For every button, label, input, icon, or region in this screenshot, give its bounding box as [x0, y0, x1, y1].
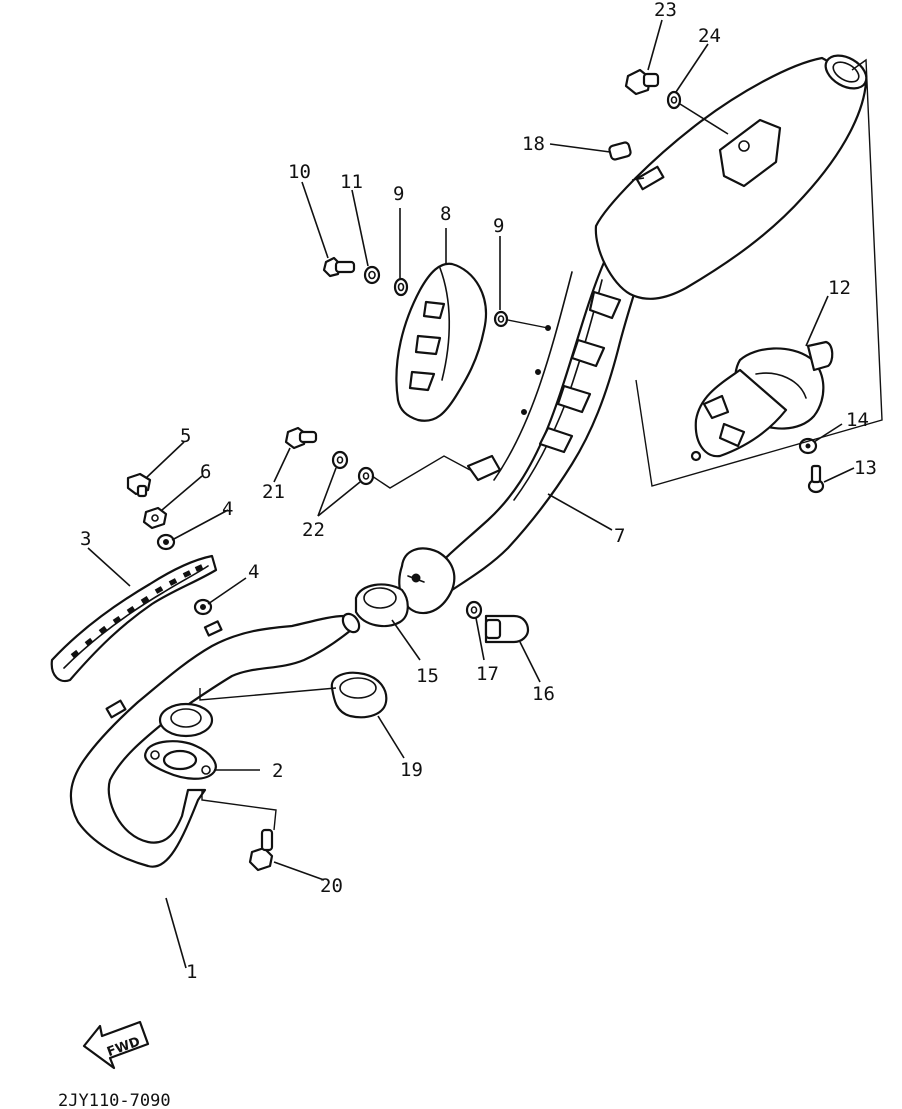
callout-4-lower: 4: [248, 561, 259, 583]
collar-9-right: [493, 310, 509, 328]
bolt-21: [284, 426, 318, 450]
bolt-23: [624, 68, 660, 96]
callout-14: 14: [846, 409, 869, 431]
callout-9-left: 9: [393, 183, 404, 205]
washer-22-b: [357, 466, 375, 486]
collar-9-left: [393, 277, 409, 297]
header-gasket: [158, 702, 214, 738]
gasket-15: [354, 583, 409, 628]
callout-6: 6: [200, 461, 211, 483]
callout-18: 18: [522, 133, 545, 155]
washer-24: [666, 90, 682, 110]
callout-5: 5: [180, 425, 191, 447]
heat-protector-8: [395, 262, 487, 422]
washer-4-lower: [193, 598, 213, 616]
callout-8: 8: [440, 203, 451, 225]
muffler-body: [594, 54, 868, 300]
spark-arrester-12: [690, 340, 834, 462]
assembly-lines: [199, 58, 883, 831]
pipe-flange: [144, 740, 217, 780]
washer-22-a: [331, 450, 349, 470]
fwd-arrow-icon: FWD: [82, 1020, 150, 1070]
callout-11: 11: [340, 171, 363, 193]
heat-protector-3: [50, 554, 218, 683]
callout-22: 22: [302, 519, 325, 541]
callout-10: 10: [288, 161, 311, 183]
washer-17: [465, 600, 483, 620]
bolt-10: [322, 256, 356, 278]
washer-4-upper: [156, 533, 176, 551]
callout-24: 24: [698, 25, 721, 47]
bolt-20: [248, 828, 274, 872]
washer-11: [363, 265, 381, 285]
callout-23: 23: [654, 0, 677, 21]
gasket-19: [330, 671, 388, 719]
drawing-code: 2JY110-7090: [58, 1091, 171, 1109]
callout-19: 19: [400, 759, 423, 781]
bolt-16: [484, 614, 530, 644]
callout-21: 21: [262, 481, 285, 503]
callout-16: 16: [532, 683, 555, 705]
leader-lines: [87, 19, 855, 969]
callout-3: 3: [80, 528, 91, 550]
damper-18: [608, 141, 632, 161]
callout-2: 2: [272, 760, 283, 782]
callout-13: 13: [854, 457, 877, 479]
callout-15: 15: [416, 665, 439, 687]
screw-13: [807, 464, 825, 494]
callout-1: 1: [186, 961, 197, 983]
callout-20: 20: [320, 875, 343, 897]
callout-7: 7: [614, 525, 625, 547]
exhaust-header-pipe: [69, 612, 361, 868]
callout-12: 12: [828, 277, 851, 299]
callout-labels: 1 2 3 4 4 5 6 7 8 9 9 10 11 12 13 14 15 …: [80, 0, 877, 983]
callout-4-upper: 4: [222, 498, 233, 520]
bolt-5: [126, 472, 152, 498]
callout-17: 17: [476, 663, 499, 685]
nut-6: [142, 506, 168, 530]
callout-9-right: 9: [493, 215, 504, 237]
